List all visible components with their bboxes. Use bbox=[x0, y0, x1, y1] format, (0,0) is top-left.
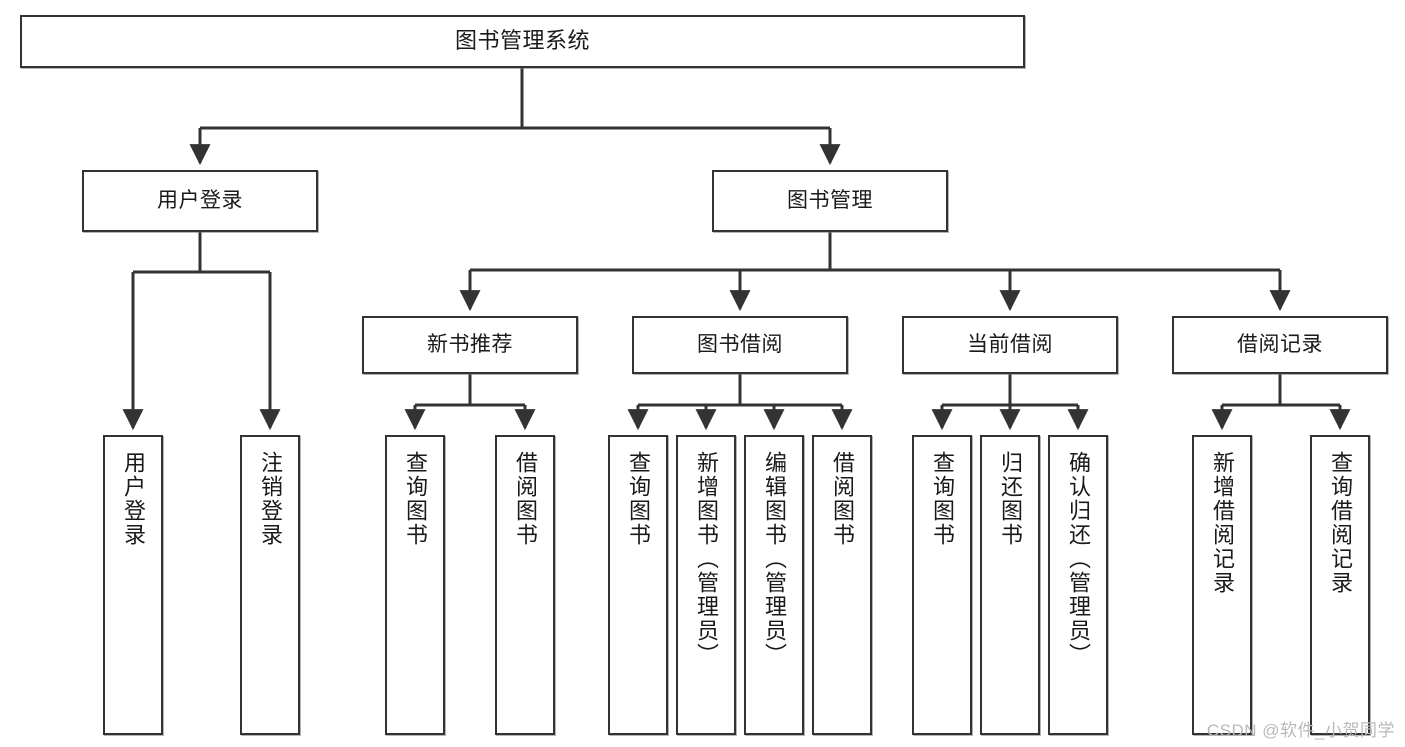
leaf-book-borrow-borrow-book[interactable]: 借阅图书 bbox=[812, 435, 872, 735]
node-new-book-recommend[interactable]: 新书推荐 bbox=[362, 316, 578, 374]
node-root-book-management-system[interactable]: 图书管理系统 bbox=[20, 15, 1025, 68]
node-borrow-record[interactable]: 借阅记录 bbox=[1172, 316, 1388, 374]
node-label: 确认归还（管理员） bbox=[1065, 451, 1091, 667]
node-book-management[interactable]: 图书管理 bbox=[712, 170, 948, 232]
node-label: 归还图书 bbox=[997, 451, 1023, 547]
leaf-user-login-login[interactable]: 用户登录 bbox=[103, 435, 163, 735]
node-label: 图书管理系统 bbox=[454, 28, 590, 54]
node-label: 查询图书 bbox=[929, 451, 955, 547]
node-label: 新增图书（管理员） bbox=[693, 451, 719, 667]
leaf-book-borrow-add-book-admin[interactable]: 新增图书（管理员） bbox=[676, 435, 736, 735]
leaf-book-borrow-edit-book-admin[interactable]: 编辑图书（管理员） bbox=[744, 435, 804, 735]
node-label: 查询借阅记录 bbox=[1327, 451, 1353, 595]
node-label: 用户登录 bbox=[157, 189, 243, 213]
node-book-borrow[interactable]: 图书借阅 bbox=[632, 316, 848, 374]
node-label: 查询图书 bbox=[402, 451, 428, 547]
node-label: 当前借阅 bbox=[967, 333, 1053, 357]
node-label: 新增借阅记录 bbox=[1209, 451, 1235, 595]
leaf-borrow-record-query-record[interactable]: 查询借阅记录 bbox=[1310, 435, 1370, 735]
leaf-user-login-logout[interactable]: 注销登录 bbox=[240, 435, 300, 735]
node-label: 借阅图书 bbox=[829, 451, 855, 547]
leaf-borrow-record-add-record[interactable]: 新增借阅记录 bbox=[1192, 435, 1252, 735]
node-label: 借阅记录 bbox=[1237, 333, 1323, 357]
node-label: 借阅图书 bbox=[512, 451, 538, 547]
node-label: 新书推荐 bbox=[427, 333, 513, 357]
node-label: 注销登录 bbox=[257, 451, 283, 547]
node-user-login[interactable]: 用户登录 bbox=[82, 170, 318, 232]
node-label: 用户登录 bbox=[120, 451, 146, 547]
leaf-current-borrow-query-book[interactable]: 查询图书 bbox=[912, 435, 972, 735]
node-label: 图书借阅 bbox=[697, 333, 783, 357]
leaf-book-borrow-query-book[interactable]: 查询图书 bbox=[608, 435, 668, 735]
leaf-new-book-borrow-book[interactable]: 借阅图书 bbox=[495, 435, 555, 735]
leaf-current-borrow-return-book[interactable]: 归还图书 bbox=[980, 435, 1040, 735]
leaf-new-book-query-book[interactable]: 查询图书 bbox=[385, 435, 445, 735]
leaf-current-borrow-confirm-return-admin[interactable]: 确认归还（管理员） bbox=[1048, 435, 1108, 735]
node-label: 查询图书 bbox=[625, 451, 651, 547]
node-label: 编辑图书（管理员） bbox=[761, 451, 787, 667]
node-current-borrow[interactable]: 当前借阅 bbox=[902, 316, 1118, 374]
node-label: 图书管理 bbox=[787, 189, 873, 213]
